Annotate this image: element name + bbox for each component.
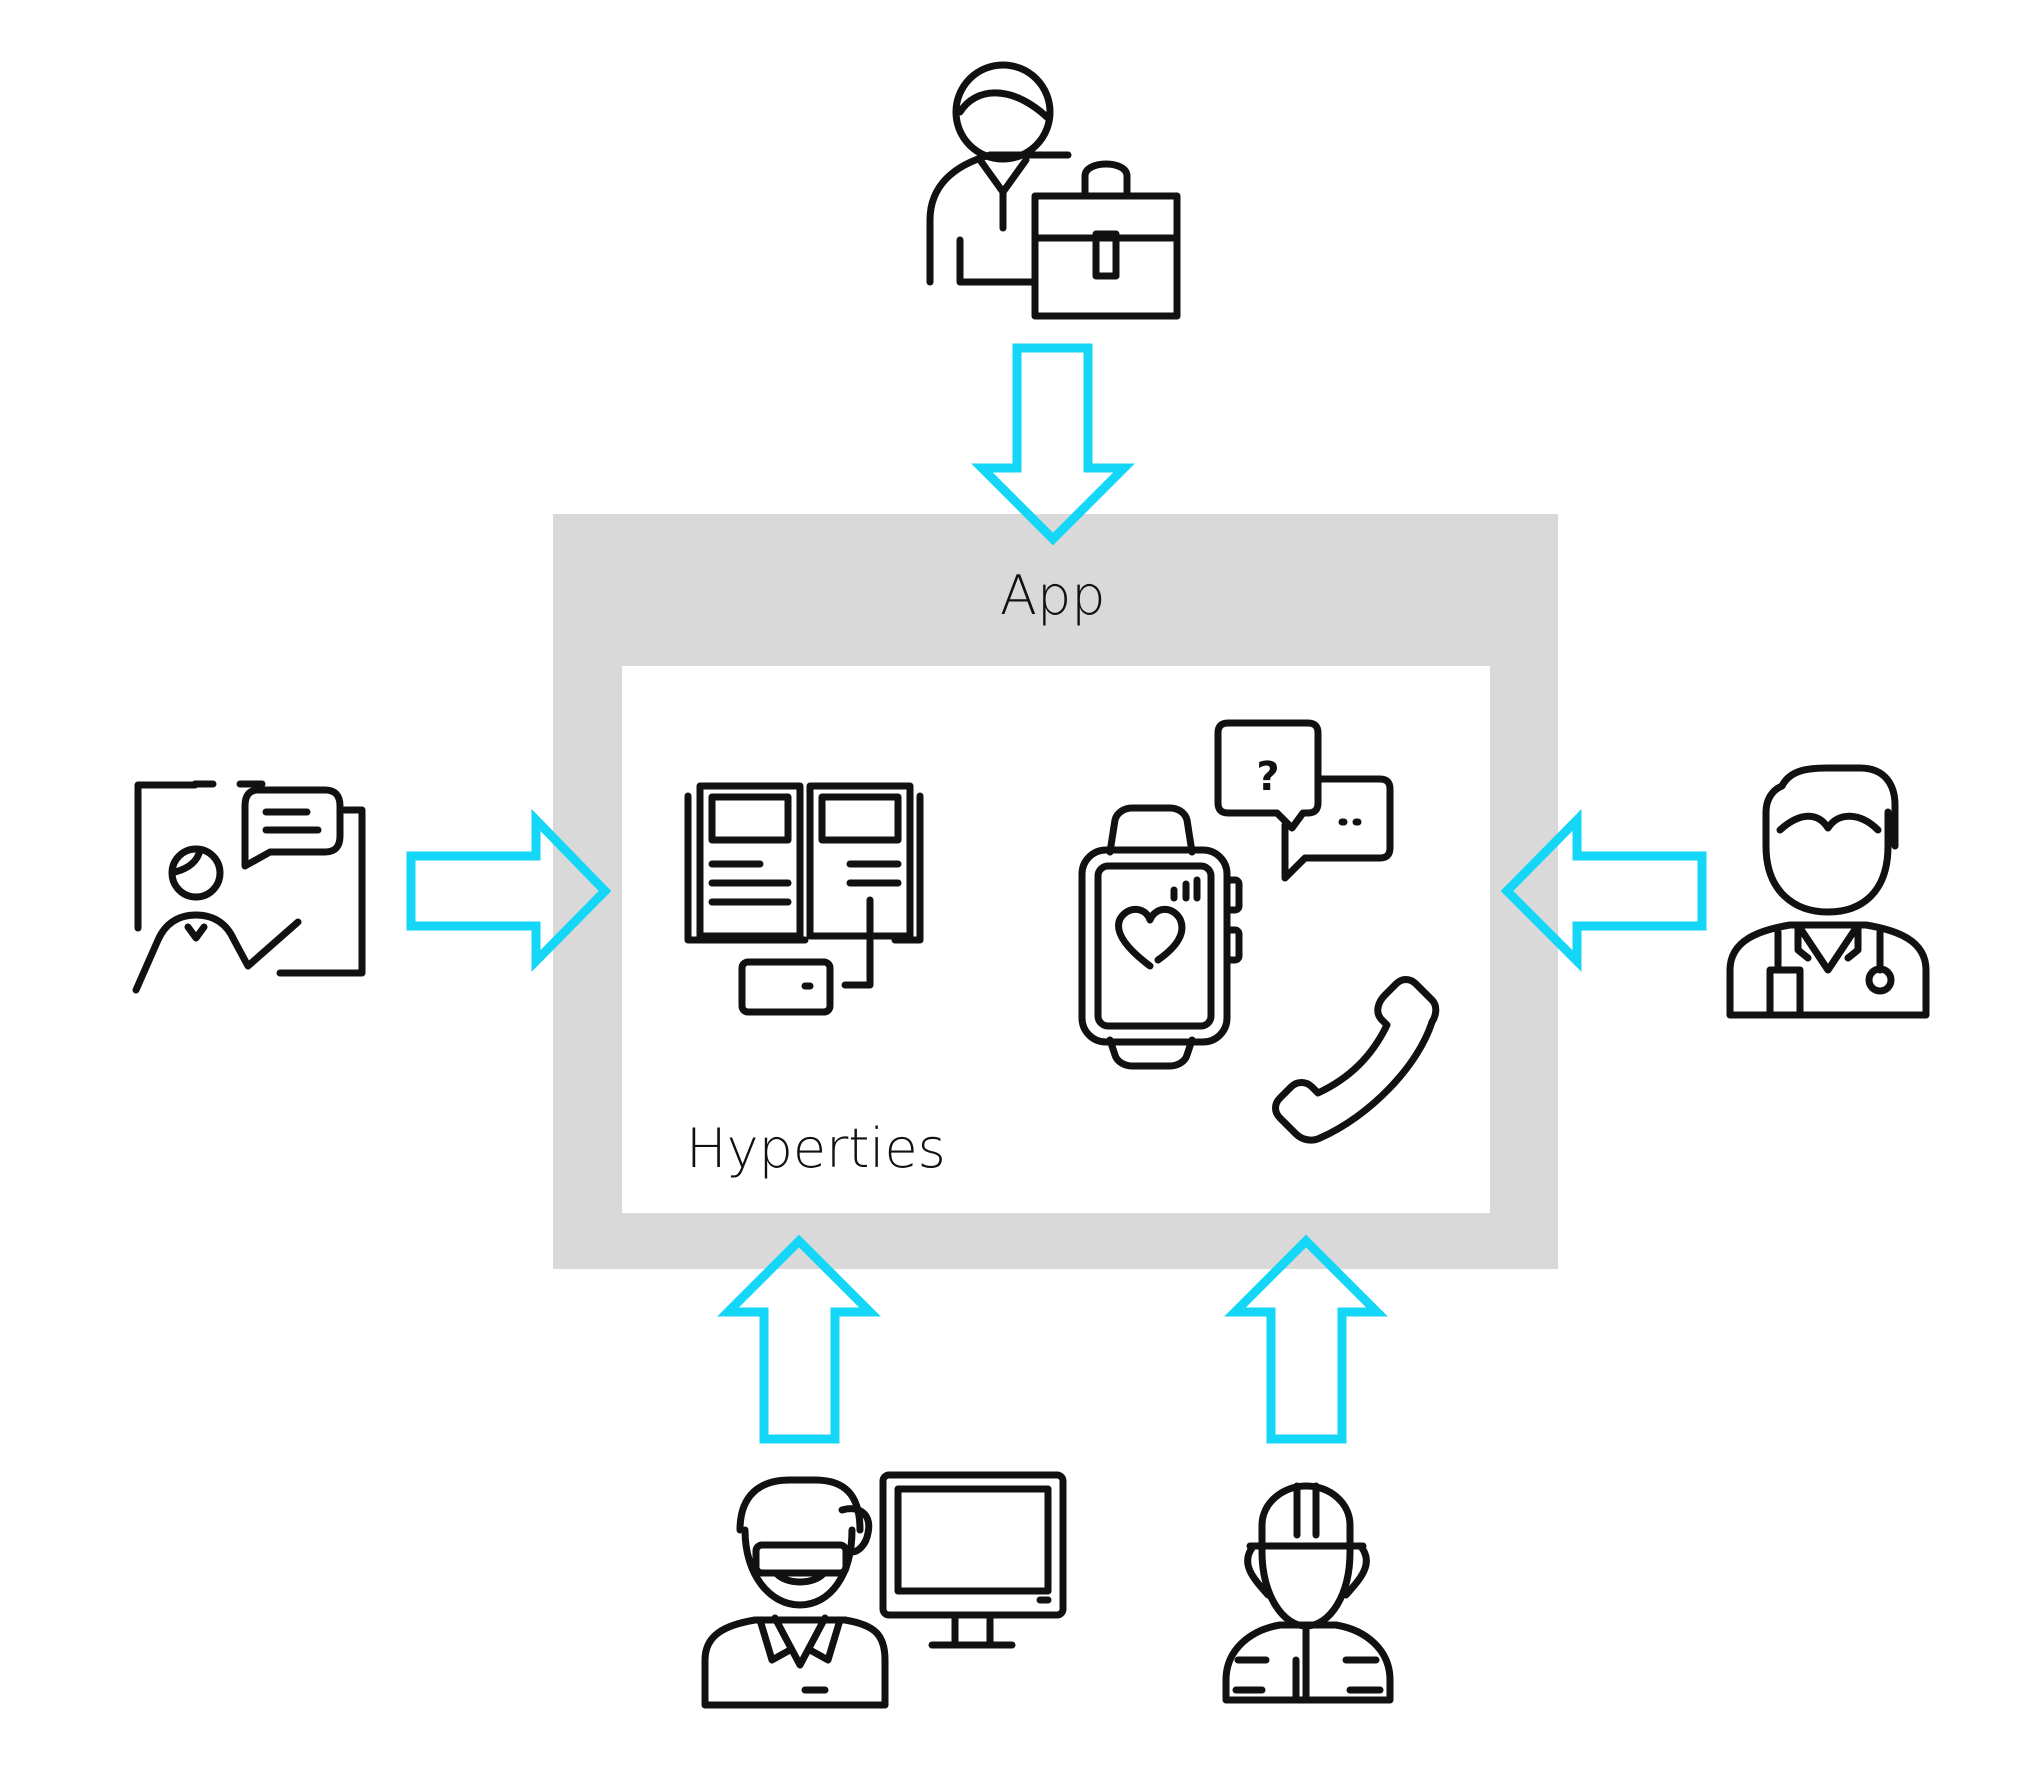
svg-text:?: ? [1256, 754, 1279, 800]
arrow-up-bottom-left [717, 1234, 881, 1444]
phone-call-icon [1272, 976, 1440, 1144]
arrow-left-right [1500, 809, 1707, 972]
chat-bubbles-icon: ? [1214, 719, 1394, 882]
patient-consultation-icon [132, 780, 366, 994]
smartwatch-heart-icon [1078, 804, 1243, 1070]
hyperties-label: Hyperties [686, 1117, 946, 1180]
ebook-tablet-icon [684, 782, 924, 1016]
businessman-briefcase-icon [926, 61, 1181, 320]
arrow-up-bottom-right [1224, 1234, 1388, 1444]
arrow-right-left [406, 808, 612, 972]
lab-technician-computer-icon [701, 1471, 1067, 1709]
firefighter-icon [1222, 1482, 1394, 1704]
doctor-stethoscope-icon [1726, 764, 1930, 1019]
arrow-down-top [971, 343, 1135, 546]
app-label: App [1000, 564, 1106, 627]
